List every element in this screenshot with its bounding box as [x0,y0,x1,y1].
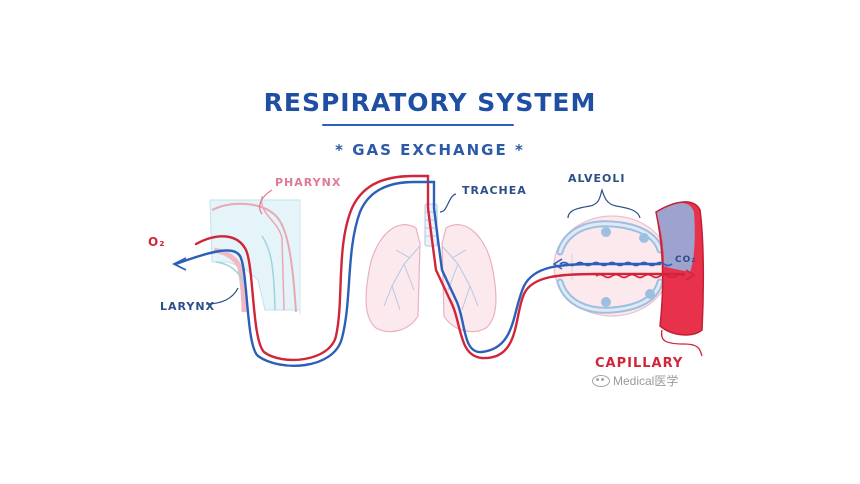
diagram-subtitle: * GAS EXCHANGE * [335,141,525,159]
o2-exchange-wave [595,273,685,279]
o2-arrowhead [685,269,696,281]
capillary-illustration [655,201,705,336]
capillary-label: CAPILLARY [595,356,684,371]
trachea-label: TRACHEA [462,184,527,197]
title-underline [322,124,514,126]
co2-path [174,180,662,367]
pharynx-label: PHARYNX [275,176,342,189]
co2-tail-arrowhead [552,258,563,270]
larynx-pointer [205,287,239,305]
head-pharynx-illustration [209,195,301,314]
oxygen-path [194,174,686,362]
watermark-text: Medical医学 [613,374,679,388]
alveoli-bracket [567,188,641,219]
co2-arrowhead [171,257,187,271]
larynx-label: LARYNX [160,300,216,313]
pharynx-pointer [259,189,273,215]
alveoli-label: ALVEOLI [568,172,626,185]
trachea-bracket [439,193,457,213]
wechat-icon [592,374,610,387]
co2-exchange-wave [559,261,673,267]
o2-label: O₂ [148,235,166,249]
alveoli-illustration [553,215,671,317]
watermark: Medical医学 [592,372,678,389]
co2-label: CO₂ [675,255,697,265]
capillary-bracket [660,329,703,357]
diagram-title: RESPIRATORY SYSTEM [263,88,597,117]
